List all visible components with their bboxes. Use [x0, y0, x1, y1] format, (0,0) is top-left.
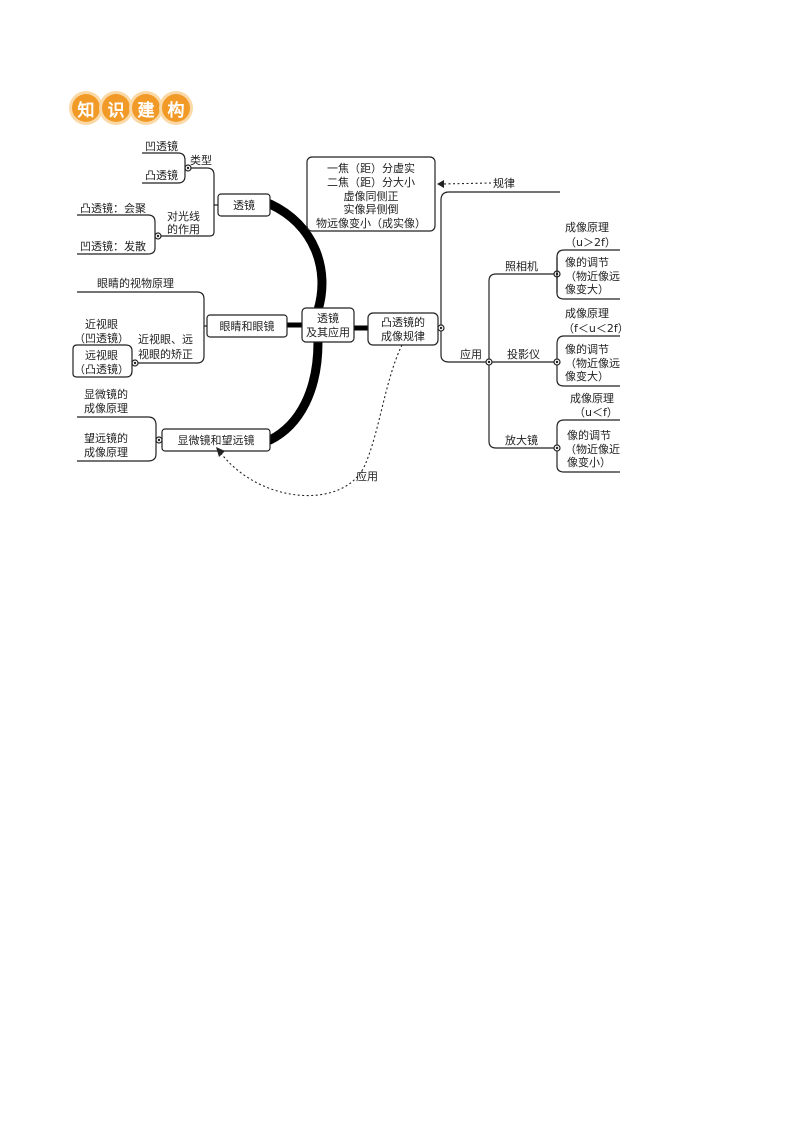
app-condition: （u＞2f）	[565, 236, 616, 249]
app-adjust: （物近像远	[565, 269, 620, 283]
app-name: 放大镜	[505, 433, 538, 447]
junction-dot	[555, 446, 559, 450]
junction-dot	[487, 360, 491, 364]
rule-label: 规律	[493, 176, 515, 190]
app-adjust: 像的调节	[565, 342, 609, 356]
branch-lens	[265, 199, 327, 315]
apply-dashed-arc	[219, 344, 403, 497]
microscope-label: 成像原理	[84, 402, 128, 415]
rule-line: 虚像同侧正	[344, 190, 399, 203]
apps-connector	[488, 273, 555, 359]
dashed-apply-label: 应用	[356, 469, 378, 483]
effect-label: 对光线	[167, 209, 200, 223]
instruments-label: 显微镜和望远镜	[178, 433, 255, 447]
telescope-label: 望远镜的	[84, 431, 128, 445]
rule-connector	[440, 191, 560, 325]
app-principle: 成像原理	[565, 307, 609, 320]
app-name: 投影仪	[507, 347, 540, 361]
app-adjust: 像变大）	[565, 282, 609, 296]
rule-arrow	[440, 182, 492, 185]
app-bracket	[556, 277, 620, 300]
effect-bracket	[77, 214, 156, 236]
type-item: 凸透镜	[145, 168, 178, 182]
arrow-head-icon	[437, 180, 444, 188]
app-adjust: 像变大）	[565, 369, 609, 383]
apply-label: 应用	[460, 347, 482, 361]
type-item: 凹透镜	[145, 139, 178, 153]
arrow-head-icon	[216, 447, 225, 457]
junction-dot	[133, 361, 137, 365]
app-adjust: （物近像远	[565, 356, 620, 370]
microscope-label: 显微镜的	[84, 387, 128, 401]
effect-bracket	[77, 236, 156, 255]
lens-connector	[188, 167, 218, 206]
telescope-label: 成像原理	[84, 446, 128, 459]
myopia-label: （凹透镜）	[74, 331, 129, 345]
rule-line: 实像异侧倒	[344, 202, 399, 216]
junction-dot	[439, 326, 443, 330]
app-bracket	[556, 451, 620, 473]
app-adjust: 像变小）	[567, 455, 611, 469]
title-char: 构	[162, 94, 190, 122]
junction-dot	[157, 438, 161, 442]
junction-dot	[156, 234, 160, 238]
apply-connector	[440, 331, 489, 363]
section-title-badge: 知 识 建 构	[72, 94, 190, 122]
app-adjust: 像的调节	[565, 255, 609, 269]
center-node	[301, 307, 355, 343]
instruments-bracket	[77, 440, 157, 462]
effect-item: 凸透镜：会聚	[80, 201, 146, 215]
correction-bracket	[77, 344, 133, 363]
eye-connector	[136, 326, 205, 364]
type-bracket	[142, 152, 186, 168]
app-principle: 成像原理	[570, 392, 614, 405]
effect-label: 的作用	[167, 222, 200, 236]
app-bracket	[556, 335, 620, 359]
app-name: 照相机	[505, 259, 538, 273]
eye-label: 眼睛和眼镜	[220, 319, 275, 333]
correction-label: 近视眼、远	[138, 332, 193, 346]
eye-connector	[77, 291, 207, 327]
type-bracket	[142, 168, 186, 184]
branch-instruments	[265, 337, 323, 445]
app-principle: 成像原理	[565, 221, 609, 234]
junction-dot	[186, 166, 190, 170]
title-char: 建	[132, 94, 160, 122]
app-adjust: （物近像近	[565, 442, 620, 456]
rule-line: 一焦（距）分虚实	[327, 161, 415, 175]
app-bracket	[556, 419, 620, 445]
lens-label: 透镜	[233, 198, 255, 212]
apps-connector	[488, 365, 555, 449]
hyperopia-label: 远视眼	[85, 348, 118, 362]
correction-bracket	[77, 363, 133, 378]
app-adjust: 像的调节	[567, 428, 611, 442]
type-label: 类型	[190, 153, 212, 167]
correction-label: 视眼的矫正	[138, 347, 193, 361]
center-line2: 及其应用	[306, 325, 350, 339]
junction-dot	[555, 360, 559, 364]
title-char: 识	[102, 94, 130, 122]
app-condition: （u＜f）	[574, 406, 618, 419]
correction-box	[72, 344, 78, 378]
rule-line: 二焦（距）分大小	[327, 175, 415, 189]
eye-principle: 眼睛的视物原理	[97, 276, 174, 290]
rule-line: 物远像变小（成实像）	[316, 216, 426, 230]
app-bracket	[556, 365, 620, 387]
rule-node-label: 凸透镜的	[381, 315, 425, 329]
rule-lines-box	[306, 156, 436, 232]
lens-connector	[160, 205, 215, 237]
app-condition: （f＜u＜2f）	[563, 322, 629, 335]
app-bracket	[556, 249, 620, 271]
myopia-label: 近视眼	[85, 317, 118, 331]
title-char: 知	[72, 94, 100, 122]
instruments-bracket	[77, 416, 157, 440]
rule-node-label: 成像规律	[381, 329, 425, 343]
hyperopia-label: （凸透镜）	[74, 362, 129, 376]
effect-item: 凹透镜：发散	[80, 239, 146, 253]
center-line1: 透镜	[317, 311, 339, 325]
